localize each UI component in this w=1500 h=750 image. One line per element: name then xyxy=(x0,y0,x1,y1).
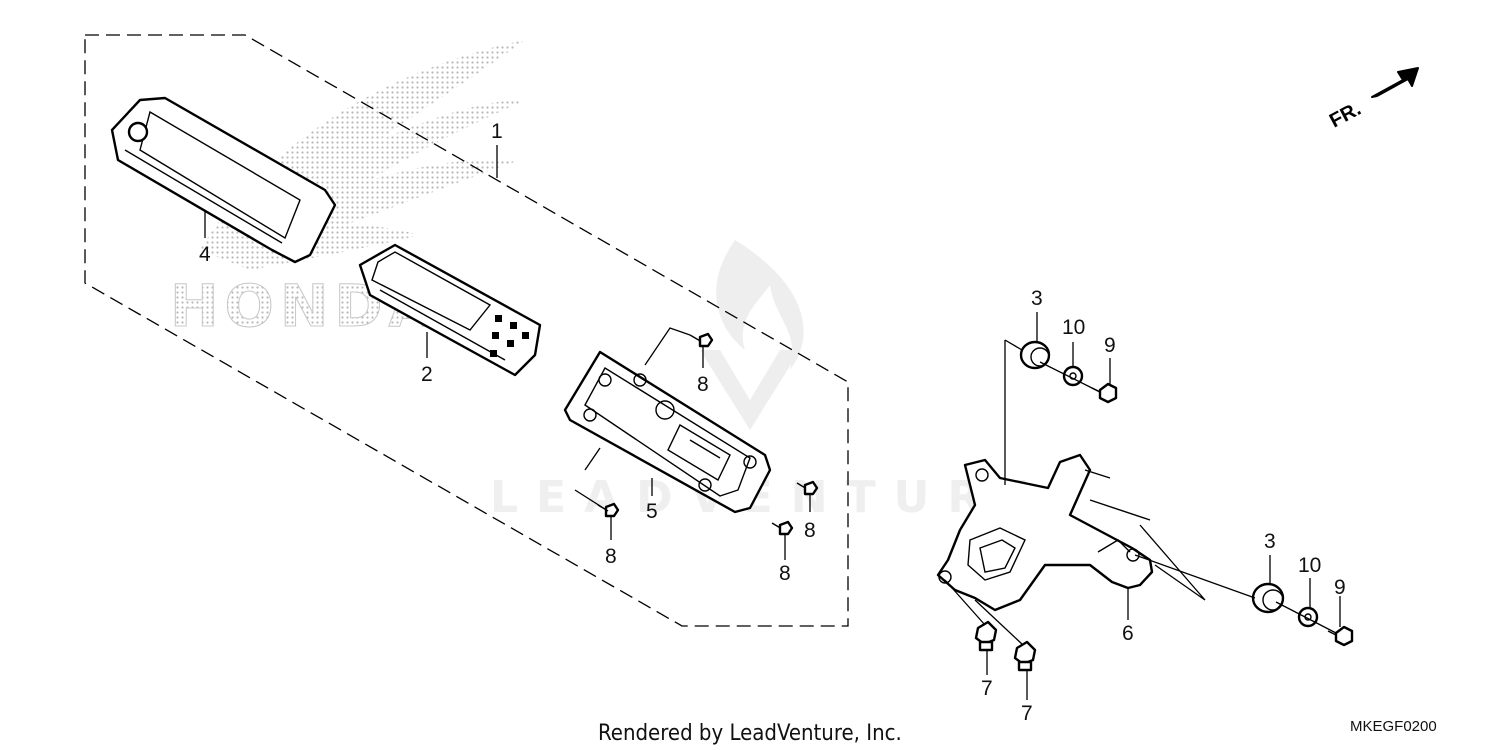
callout-6: 6 xyxy=(1122,622,1134,645)
callout-4: 4 xyxy=(199,243,211,266)
part-4-meter-cover xyxy=(110,96,337,264)
leadventure-watermark: LEADVENTURE xyxy=(490,240,1047,523)
part-3-grommet-upper xyxy=(1019,340,1051,370)
assembly-lines xyxy=(574,327,1337,646)
callout-9-lower: 9 xyxy=(1334,576,1346,599)
part-9-bolt-lower xyxy=(1327,625,1354,647)
diagram-code: MKEGF0200 xyxy=(1350,718,1437,735)
rendered-by-footer: Rendered by LeadVenture, Inc. xyxy=(598,721,902,746)
callout-7-left: 7 xyxy=(981,677,993,700)
part-5-meter-case xyxy=(563,350,772,514)
part-7-screw-left xyxy=(974,620,998,652)
part-7-screw-right xyxy=(1013,640,1037,672)
part-8-screw-a xyxy=(689,332,714,348)
callout-7-right: 7 xyxy=(1021,702,1033,725)
callout-9-upper: 9 xyxy=(1104,334,1116,357)
callout-8a: 8 xyxy=(697,373,709,396)
callout-3-lower: 3 xyxy=(1264,530,1276,553)
callout-2: 2 xyxy=(421,363,433,386)
watermark-text: LEADVENTURE xyxy=(490,472,1047,523)
front-label: FR. xyxy=(1326,98,1365,133)
front-arrow-icon xyxy=(1371,67,1419,98)
assembly-boundary xyxy=(84,34,849,627)
part-9-bolt-upper xyxy=(1091,382,1118,404)
callout-8c: 8 xyxy=(804,519,816,542)
callout-leaders xyxy=(204,145,1341,700)
callout-labels: 1 4 2 8 5 8 8 8 3 10 9 3 10 9 6 7 7 xyxy=(199,120,1346,725)
callout-1: 1 xyxy=(491,120,503,143)
front-direction-indicator: FR. xyxy=(1326,67,1419,133)
part-10-collar-lower xyxy=(1297,606,1319,628)
callout-8d: 8 xyxy=(779,562,791,585)
callout-8b: 8 xyxy=(605,545,617,568)
part-8-screw-d xyxy=(771,520,794,536)
part-2-lcd-unit xyxy=(358,243,542,377)
part-3-grommet-lower xyxy=(1251,582,1285,614)
callout-3-upper: 3 xyxy=(1031,287,1043,310)
part-8-screw-c xyxy=(796,480,819,496)
callout-5: 5 xyxy=(646,500,658,523)
callout-10-upper: 10 xyxy=(1062,316,1085,339)
callout-10-lower: 10 xyxy=(1298,554,1321,577)
